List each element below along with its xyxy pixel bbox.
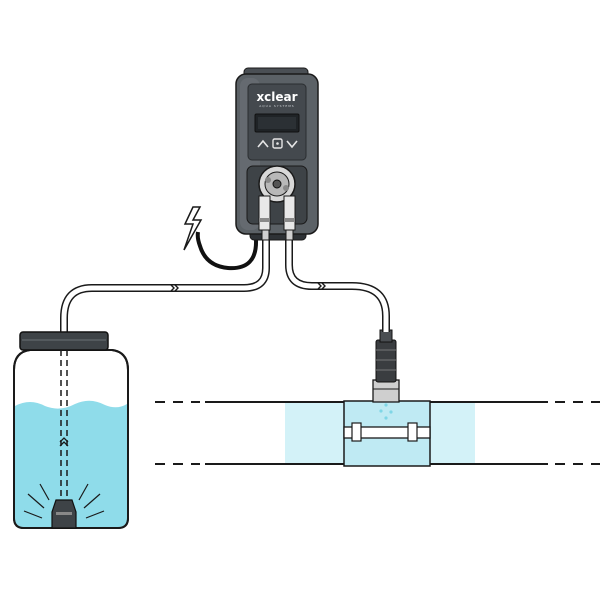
foot-valve-ring xyxy=(56,512,72,515)
rotor-hub xyxy=(272,179,282,189)
roller xyxy=(265,177,271,183)
tube-fitting-discharge xyxy=(283,195,296,231)
double-chevron-icon xyxy=(170,284,179,292)
double-chevron-icon xyxy=(59,437,69,447)
tank-cap xyxy=(19,331,109,351)
power-cable xyxy=(195,231,259,271)
double-chevron-icon xyxy=(317,282,326,290)
valve-body xyxy=(375,339,397,383)
roller xyxy=(283,185,289,191)
fitting-nut xyxy=(284,218,295,222)
injection-droplet xyxy=(379,409,383,413)
square-button-icon[interactable] xyxy=(272,138,283,149)
saddle-bolt-right xyxy=(407,422,418,442)
injection-droplet xyxy=(384,416,388,420)
suction-rays xyxy=(23,483,105,519)
chemical-tank xyxy=(13,331,129,529)
brand-subtitle: AQUA SYSTEMS xyxy=(259,104,294,108)
saddle-clamp-bar xyxy=(343,426,431,439)
port-nub xyxy=(261,229,270,241)
saddle-bolt-left xyxy=(351,422,362,442)
chevron-down-icon[interactable] xyxy=(286,140,298,149)
injection-valve xyxy=(375,329,397,383)
lcd-screen xyxy=(258,117,296,129)
chevron-up-icon[interactable] xyxy=(257,139,269,148)
injection-nipple xyxy=(372,379,400,403)
port-nub xyxy=(285,229,294,241)
discharge-tube xyxy=(285,240,390,332)
injection-droplet xyxy=(389,410,393,414)
injection-saddle xyxy=(343,379,431,467)
lightning-bolt-icon xyxy=(183,206,203,251)
injection-droplet xyxy=(384,403,388,407)
suction-tube xyxy=(60,240,270,345)
fitting-nut xyxy=(259,218,270,222)
dosing-pump: xclear AQUA SYSTEMS xyxy=(235,67,319,241)
tube-fitting-suction xyxy=(258,195,271,231)
brand-logo: xclear xyxy=(256,90,297,104)
